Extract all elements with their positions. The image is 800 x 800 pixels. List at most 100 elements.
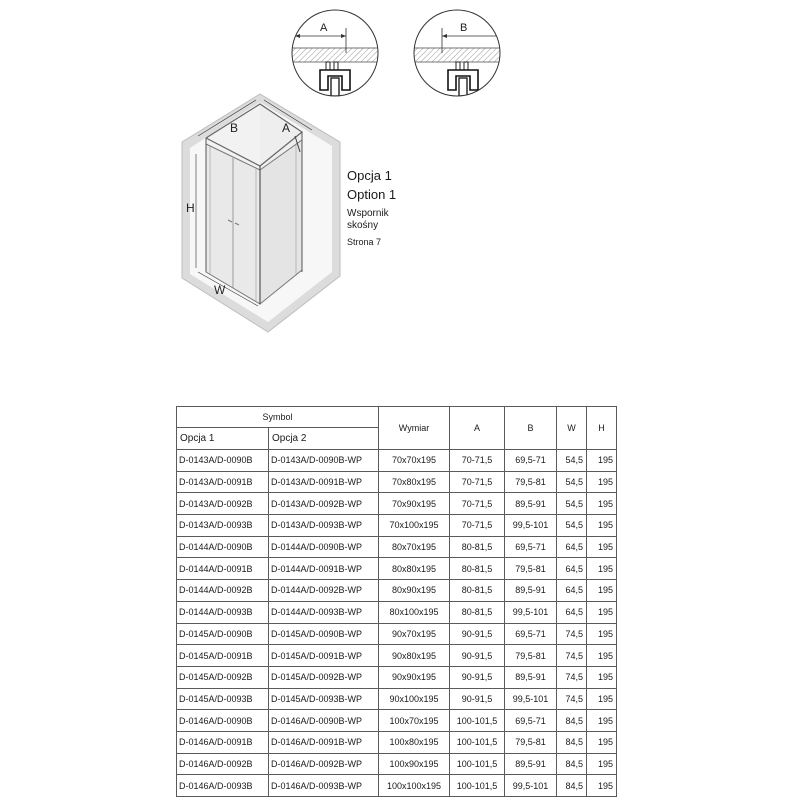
h-value-cell: 195 [586,449,617,472]
option2-symbol-cell: D-0146A/D-0090B-WP [268,709,379,732]
option2-symbol-cell: D-0146A/D-0091B-WP [268,730,379,754]
option1-symbol-cell: D-0144A/D-0091B [176,557,269,581]
option-title-en: Option 1 [347,187,397,202]
w-value-cell: 84,5 [556,730,587,754]
option2-symbol-cell: D-0144A/D-0093B-WP [268,600,379,624]
option2-header: Opcja 2 [268,427,379,450]
a-range-cell: 100-101,5 [449,709,505,732]
option2-symbol-cell: D-0146A/D-0093B-WP [268,774,379,797]
option2-symbol-cell: D-0146A/D-0092B-WP [268,752,379,776]
option2-symbol-cell: D-0144A/D-0092B-WP [268,579,379,602]
drawing-a-label: A [282,121,290,135]
b-range-cell: 89,5-91 [504,579,557,602]
a-range-cell: 70-71,5 [449,492,505,516]
a-range-cell: 70-71,5 [449,449,505,472]
option1-symbol-cell: D-0144A/D-0093B [176,600,269,624]
h-value-cell: 195 [586,600,617,624]
a-range-cell: 80-81,5 [449,535,505,559]
w-value-cell: 74,5 [556,644,587,667]
w-value-cell: 64,5 [556,579,587,602]
h-value-cell: 195 [586,665,617,689]
b-range-cell: 79,5-81 [504,644,557,667]
option2-symbol-cell: D-0143A/D-0090B-WP [268,449,379,472]
dimension-cell: 100x100x195 [378,774,450,797]
dimension-cell: 70x80x195 [378,470,450,494]
detail-b-diagram: B [413,9,501,97]
detail-a-label: A [320,22,328,34]
symbol-header: Symbol [176,406,379,428]
dimension-cell: 100x90x195 [378,752,450,776]
option2-symbol-cell: D-0143A/D-0093B-WP [268,514,379,537]
w-value-cell: 64,5 [556,557,587,581]
b-range-cell: 69,5-71 [504,535,557,559]
b-range-cell: 79,5-81 [504,470,557,494]
option2-symbol-cell: D-0144A/D-0090B-WP [268,535,379,559]
dimension-cell: 80x80x195 [378,557,450,581]
h-value-cell: 195 [586,622,617,646]
option2-symbol-cell: D-0145A/D-0091B-WP [268,644,379,667]
h-value-cell: 195 [586,492,617,516]
dimension-cell: 70x100x195 [378,514,450,537]
option1-symbol-cell: D-0146A/D-0091B [176,730,269,754]
option2-symbol-cell: D-0143A/D-0092B-WP [268,492,379,516]
w-value-cell: 84,5 [556,752,587,776]
h-value-cell: 195 [586,644,617,667]
a-range-cell: 100-101,5 [449,774,505,797]
option1-symbol-cell: D-0146A/D-0090B [176,709,269,732]
dimension-cell: 80x90x195 [378,579,450,602]
option-title-pl: Opcja 1 [347,168,392,183]
h-value-cell: 195 [586,579,617,602]
b-range-cell: 99,5-101 [504,514,557,537]
b-range-cell: 99,5-101 [504,774,557,797]
option2-symbol-cell: D-0145A/D-0093B-WP [268,687,379,711]
column-header-b: B [504,406,557,450]
a-range-cell: 90-91,5 [449,622,505,646]
drawing-w-label: W [214,283,226,297]
option1-symbol-cell: D-0146A/D-0093B [176,774,269,797]
w-value-cell: 54,5 [556,492,587,516]
option1-symbol-cell: D-0144A/D-0092B [176,579,269,602]
b-range-cell: 79,5-81 [504,557,557,581]
dimension-cell: 80x70x195 [378,535,450,559]
dimension-cell: 90x100x195 [378,687,450,711]
drawing-b-label: B [230,121,238,135]
option1-symbol-cell: D-0143A/D-0091B [176,470,269,494]
w-value-cell: 64,5 [556,535,587,559]
b-range-cell: 69,5-71 [504,449,557,472]
detail-b-label: B [460,22,467,34]
w-value-cell: 64,5 [556,600,587,624]
w-value-cell: 54,5 [556,470,587,494]
b-range-cell: 69,5-71 [504,622,557,646]
option1-symbol-cell: D-0146A/D-0092B [176,752,269,776]
h-value-cell: 195 [586,687,617,711]
a-range-cell: 80-81,5 [449,579,505,602]
dimension-cell: 90x80x195 [378,644,450,667]
b-range-cell: 99,5-101 [504,687,557,711]
a-range-cell: 70-71,5 [449,514,505,537]
b-range-cell: 89,5-91 [504,492,557,516]
specification-table: Symbol Wymiar A B W H Opcja 1 Opcja 2 D-… [176,406,617,797]
w-value-cell: 74,5 [556,687,587,711]
column-header-w: W [556,406,587,450]
b-range-cell: 79,5-81 [504,730,557,754]
dimension-cell: 70x70x195 [378,449,450,472]
a-range-cell: 80-81,5 [449,600,505,624]
dimension-cell: 100x70x195 [378,709,450,732]
column-header-wymiar: Wymiar [378,406,450,450]
h-value-cell: 195 [586,470,617,494]
dimension-cell: 100x80x195 [378,730,450,754]
option1-symbol-cell: D-0143A/D-0090B [176,449,269,472]
h-value-cell: 195 [586,709,617,732]
h-value-cell: 195 [586,557,617,581]
dimension-cell: 90x90x195 [378,665,450,689]
column-header-a: A [449,406,505,450]
h-value-cell: 195 [586,514,617,537]
